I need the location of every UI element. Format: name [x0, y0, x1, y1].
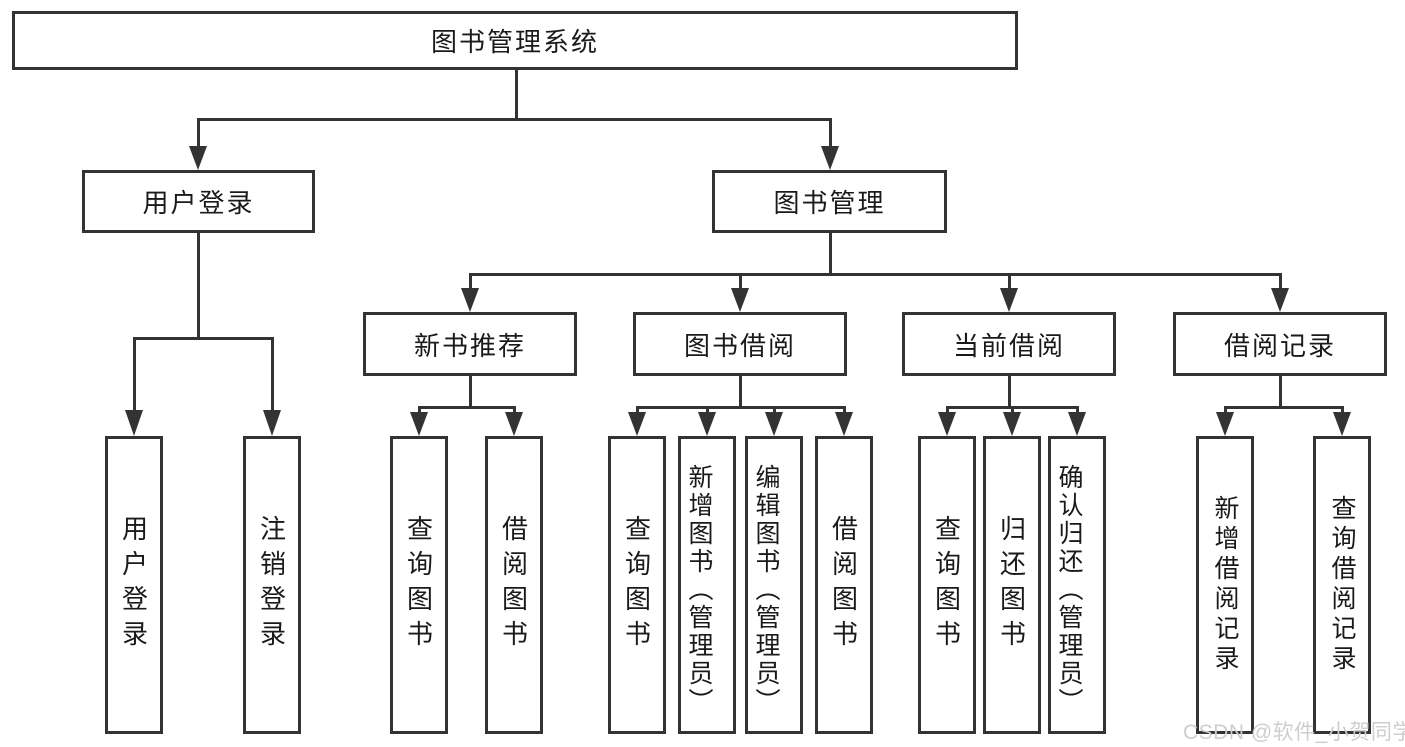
connector-line-vertical	[739, 274, 742, 289]
node-query-books-under-borrowing: 查询图书	[608, 436, 666, 734]
node-label: 图书借阅	[683, 330, 796, 361]
connector-line-vertical	[1011, 407, 1014, 413]
node-borrow-books-under-borrowing: 借阅图书	[815, 436, 873, 734]
arrowhead-down-icon	[410, 412, 428, 436]
connector-line-horizontal	[636, 406, 846, 409]
connector-line-vertical	[418, 407, 421, 413]
node-label: 注销登录	[256, 515, 287, 655]
node-book-management: 图书管理	[712, 170, 947, 233]
node-new-book-recommendation: 新书推荐	[363, 312, 577, 376]
connector-line-vertical	[271, 338, 274, 411]
arrowhead-down-icon	[189, 146, 207, 170]
node-return-books: 归还图书	[983, 436, 1041, 734]
node-library-management-system: 图书管理系统	[12, 11, 1018, 70]
node-user-login-leaf: 用户登录	[105, 436, 163, 734]
connector-line-horizontal	[133, 337, 274, 340]
arrowhead-down-icon	[1000, 288, 1018, 312]
connector-line-vertical	[1279, 274, 1282, 289]
connector-line-vertical	[1008, 274, 1011, 289]
connector-line-vertical	[829, 119, 832, 147]
connector-line-horizontal	[197, 118, 832, 121]
arrowhead-down-icon	[698, 412, 716, 436]
node-borrowing-records: 借阅记录	[1173, 312, 1387, 376]
arrowhead-down-icon	[125, 410, 143, 436]
connector-line-vertical	[513, 407, 516, 413]
node-label: 查询图书	[621, 515, 652, 655]
connector-line-horizontal	[1224, 406, 1344, 409]
connector-line-vertical	[829, 232, 832, 274]
node-edit-books-admin: 编辑图书（管理员）	[745, 436, 803, 734]
arrowhead-down-icon	[1068, 412, 1086, 436]
connector-line-vertical	[1076, 407, 1079, 413]
arrowhead-down-icon	[765, 412, 783, 436]
node-book-borrowing: 图书借阅	[633, 312, 847, 376]
connector-line-vertical	[197, 119, 200, 147]
node-confirm-return-admin: 确认归还（管理员）	[1048, 436, 1106, 734]
arrowhead-down-icon	[731, 288, 749, 312]
connector-line-vertical	[469, 375, 472, 408]
connector-line-vertical	[843, 407, 846, 413]
connector-line-vertical	[469, 274, 472, 289]
node-user-login: 用户登录	[82, 170, 315, 233]
watermark: CSDN @软件_小贺同学	[1183, 721, 1405, 744]
node-label: 查询图书	[403, 515, 434, 655]
arrowhead-down-icon	[263, 410, 281, 436]
connector-line-vertical	[946, 407, 949, 413]
node-label: 用户登录	[142, 188, 255, 218]
connector-line-vertical	[636, 407, 639, 413]
node-query-books-under-current: 查询图书	[918, 436, 976, 734]
node-query-borrow-record: 查询借阅记录	[1313, 436, 1371, 734]
node-label: 归还图书	[996, 515, 1027, 655]
connector-line-horizontal	[418, 406, 516, 409]
node-label: 确认归还（管理员）	[1055, 463, 1083, 716]
arrowhead-down-icon	[1271, 288, 1289, 312]
arrowhead-down-icon	[1333, 412, 1351, 436]
arrowhead-down-icon	[1003, 412, 1021, 436]
node-label: 借阅图书	[828, 515, 859, 655]
node-label: 借阅记录	[1223, 330, 1336, 361]
node-logout-leaf: 注销登录	[243, 436, 301, 734]
connector-line-vertical	[515, 70, 518, 119]
arrowhead-down-icon	[1216, 412, 1234, 436]
node-label: 新增借阅记录	[1211, 495, 1239, 675]
node-label: 新书推荐	[413, 330, 526, 361]
connector-line-vertical	[739, 375, 742, 408]
arrowhead-down-icon	[628, 412, 646, 436]
node-label: 新增图书（管理员）	[685, 463, 713, 716]
node-label: 用户登录	[118, 515, 149, 655]
arrowhead-down-icon	[505, 412, 523, 436]
arrowhead-down-icon	[938, 412, 956, 436]
connector-line-horizontal	[469, 273, 1282, 276]
arrowhead-down-icon	[821, 146, 839, 170]
connector-line-vertical	[133, 338, 136, 411]
node-label: 图书管理	[773, 188, 886, 218]
node-add-books-admin: 新增图书（管理员）	[678, 436, 736, 734]
node-label: 图书管理系统	[430, 27, 599, 57]
connector-line-vertical	[1224, 407, 1227, 413]
connector-line-vertical	[197, 232, 200, 338]
connector-line-vertical	[1341, 407, 1344, 413]
node-add-borrow-record: 新增借阅记录	[1196, 436, 1254, 734]
node-label: 借阅图书	[498, 515, 529, 655]
connector-line-vertical	[1279, 375, 1282, 408]
arrowhead-down-icon	[461, 288, 479, 312]
node-current-borrowing: 当前借阅	[902, 312, 1116, 376]
connector-line-vertical	[773, 407, 776, 413]
node-query-books-under-recommend: 查询图书	[390, 436, 448, 734]
node-label: 查询图书	[931, 515, 962, 655]
node-label: 查询借阅记录	[1328, 495, 1356, 675]
node-label: 当前借阅	[952, 330, 1065, 361]
connector-line-vertical	[1008, 375, 1011, 408]
node-borrow-books-under-recommend: 借阅图书	[485, 436, 543, 734]
arrowhead-down-icon	[835, 412, 853, 436]
node-label: 编辑图书（管理员）	[752, 463, 780, 716]
connector-line-vertical	[706, 407, 709, 413]
